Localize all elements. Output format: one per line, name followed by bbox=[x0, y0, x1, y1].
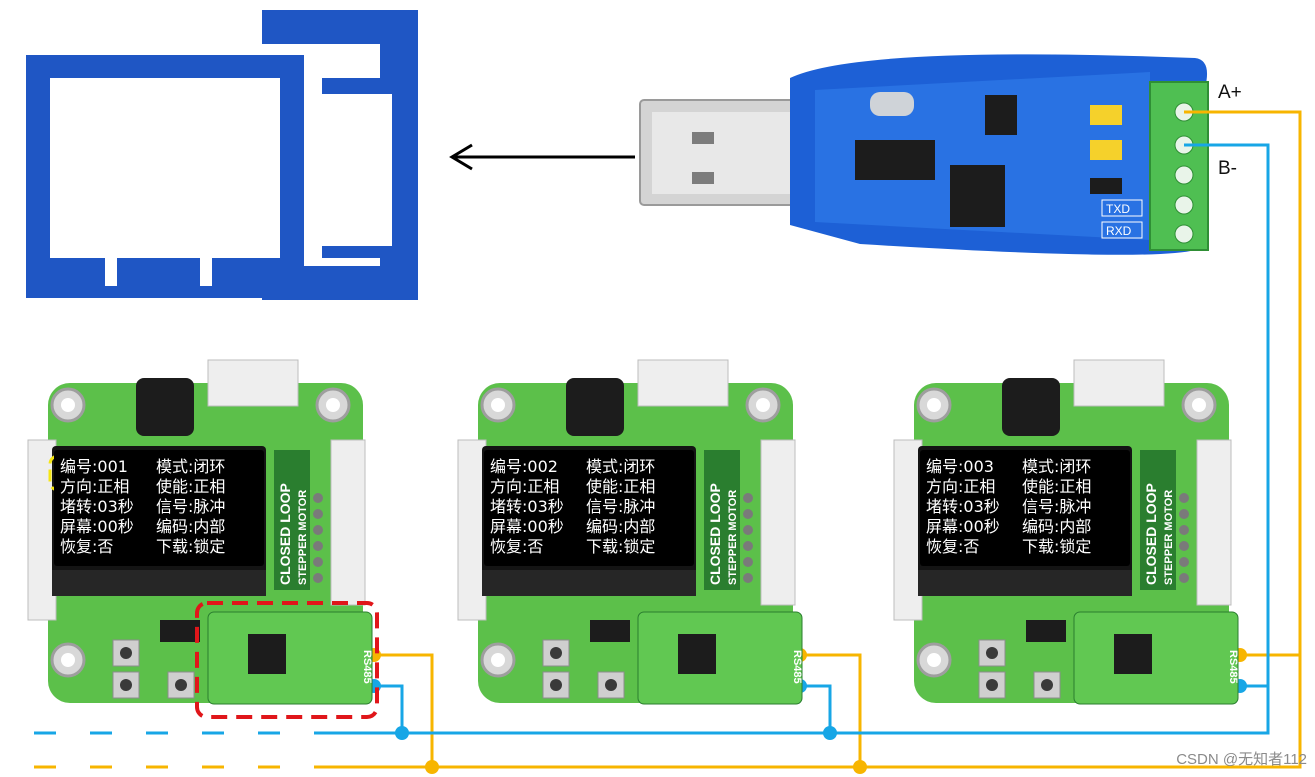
oled-parameter: 编号:001 bbox=[60, 457, 128, 476]
oled-parameter: 下载:锁定 bbox=[1022, 537, 1092, 556]
oled-parameter: 屏幕:00秒 bbox=[926, 517, 1000, 536]
oled-parameter: 编号:003 bbox=[926, 457, 994, 476]
oled-parameter: 恢复:否 bbox=[926, 537, 980, 556]
terminal-label-a: A+ bbox=[1218, 82, 1242, 103]
rs485-module-label: RS485 bbox=[1227, 650, 1239, 684]
oled-parameter: 屏幕:00秒 bbox=[60, 517, 134, 536]
board-brand-stepper-motor: STEPPER MOTOR bbox=[1163, 490, 1175, 585]
data-flow-arrow bbox=[449, 143, 635, 171]
oled-parameter: 信号:脉冲 bbox=[1022, 497, 1092, 516]
rs485-module-label: RS485 bbox=[361, 650, 373, 684]
oled-parameter: 方向:正相 bbox=[926, 477, 996, 496]
rs485-module-label: RS485 bbox=[791, 650, 803, 684]
computer-icon bbox=[26, 10, 418, 300]
board-brand-closed-loop: CLOSED LOOP bbox=[1143, 483, 1159, 585]
oled-parameter: 使能:正相 bbox=[1022, 477, 1092, 496]
bus-wire-b bbox=[0, 143, 1270, 735]
oled-parameter: 编码:内部 bbox=[156, 517, 226, 536]
oled-parameter: 信号:脉冲 bbox=[586, 497, 656, 516]
oled-display: 编号:002 模式:闭环方向:正相 使能:正相堵转:03秒 信号:脉冲屏幕:00秒 编码… bbox=[484, 450, 694, 566]
txd-label: TXD bbox=[1106, 202, 1130, 216]
oled-parameter: 方向:正相 bbox=[60, 477, 130, 496]
watermark: CSDN @无知者112 bbox=[1176, 751, 1307, 768]
oled-parameter: 模式:闭环 bbox=[1022, 457, 1092, 476]
oled-parameter: 堵转:03秒 bbox=[60, 497, 134, 516]
oled-parameter: 方向:正相 bbox=[490, 477, 560, 496]
oled-display: 编号:003 模式:闭环方向:正相 使能:正相堵转:03秒 信号:脉冲屏幕:00秒 编码… bbox=[920, 450, 1130, 566]
board-brand-closed-loop: CLOSED LOOP bbox=[707, 483, 723, 585]
oled-parameter: 信号:脉冲 bbox=[156, 497, 226, 516]
oled-parameter: 恢复:否 bbox=[490, 537, 544, 556]
oled-parameter: 编码:内部 bbox=[1022, 517, 1092, 536]
oled-parameter: 使能:正相 bbox=[156, 477, 226, 496]
board-brand-stepper-motor: STEPPER MOTOR bbox=[727, 490, 739, 585]
oled-parameter: 下载:锁定 bbox=[156, 537, 226, 556]
oled-parameter: 堵转:03秒 bbox=[926, 497, 1000, 516]
rxd-label: RXD bbox=[1106, 224, 1132, 238]
oled-parameter: 编码:内部 bbox=[586, 517, 656, 536]
usb-rs485-adapter: TXD RXD bbox=[639, 54, 1209, 255]
oled-parameter: 恢复:否 bbox=[60, 537, 114, 556]
oled-parameter: 编号:002 bbox=[490, 457, 558, 476]
oled-display: 编号:001 模式:闭环方向:正相 使能:正相堵转:03秒 信号:脉冲屏幕:00秒 编码… bbox=[54, 450, 264, 566]
oled-parameter: 使能:正相 bbox=[586, 477, 656, 496]
terminal-label-b: B- bbox=[1218, 158, 1237, 179]
oled-parameter: 堵转:03秒 bbox=[490, 497, 564, 516]
oled-parameter: 模式:闭环 bbox=[586, 457, 656, 476]
board-brand-closed-loop: CLOSED LOOP bbox=[277, 483, 293, 585]
oled-parameter: 下载:锁定 bbox=[586, 537, 656, 556]
oled-parameter: 屏幕:00秒 bbox=[490, 517, 564, 536]
board-brand-stepper-motor: STEPPER MOTOR bbox=[297, 490, 309, 585]
oled-parameter: 模式:闭环 bbox=[156, 457, 226, 476]
